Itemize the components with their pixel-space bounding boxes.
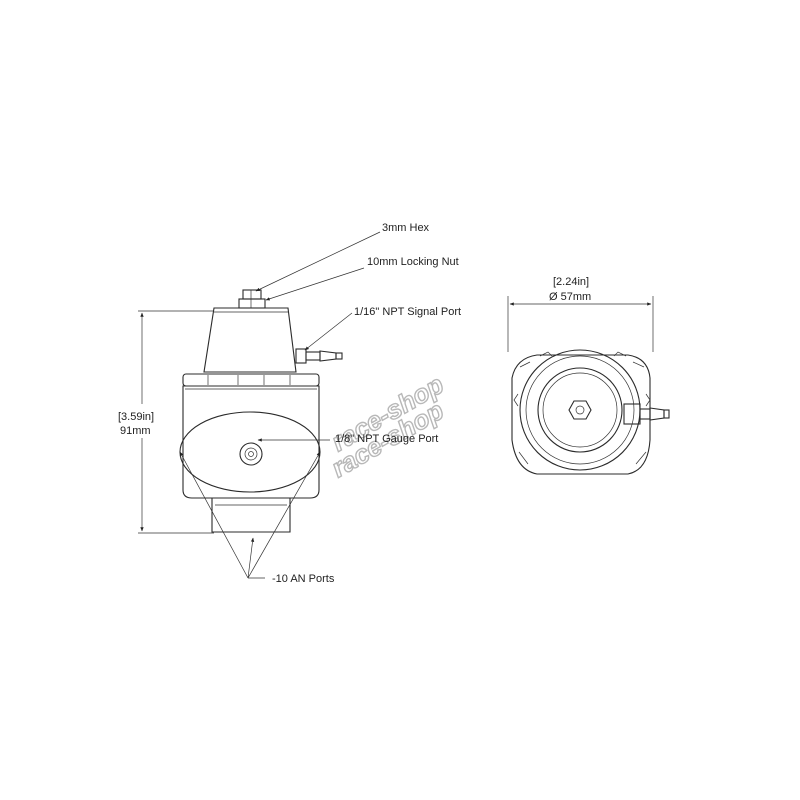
top-cap — [203, 307, 297, 373]
height-in-label: [3.59in] — [118, 411, 154, 423]
height-dimension — [138, 310, 214, 534]
top-view — [511, 349, 670, 475]
watermark: race-shop race-shop — [325, 368, 449, 484]
upper-ring — [182, 373, 320, 390]
label-gauge-port: 1/8" NPT Gauge Port — [335, 433, 438, 445]
adjuster-hex — [238, 289, 266, 309]
lower-nozzle — [211, 497, 291, 533]
diameter-in-label: [2.24in] — [553, 276, 589, 288]
side-view — [179, 289, 343, 533]
label-hex: 3mm Hex — [382, 222, 430, 234]
top-signal-fitting — [623, 403, 670, 425]
label-an-ports: -10 AN Ports — [272, 573, 335, 585]
top-body-outline — [511, 354, 651, 475]
signal-port-fitting — [295, 348, 343, 364]
diameter-dimension — [507, 296, 654, 352]
leaders-side — [179, 231, 381, 579]
gauge-port — [239, 442, 263, 466]
center-hex-nut — [568, 400, 592, 420]
height-mm-label: 91mm — [120, 425, 151, 437]
label-locking-nut: 10mm Locking Nut — [367, 256, 459, 268]
main-body — [182, 385, 320, 499]
diameter-mm-label: Ø 57mm — [549, 291, 591, 303]
label-signal-port: 1/16" NPT Signal Port — [354, 306, 461, 318]
